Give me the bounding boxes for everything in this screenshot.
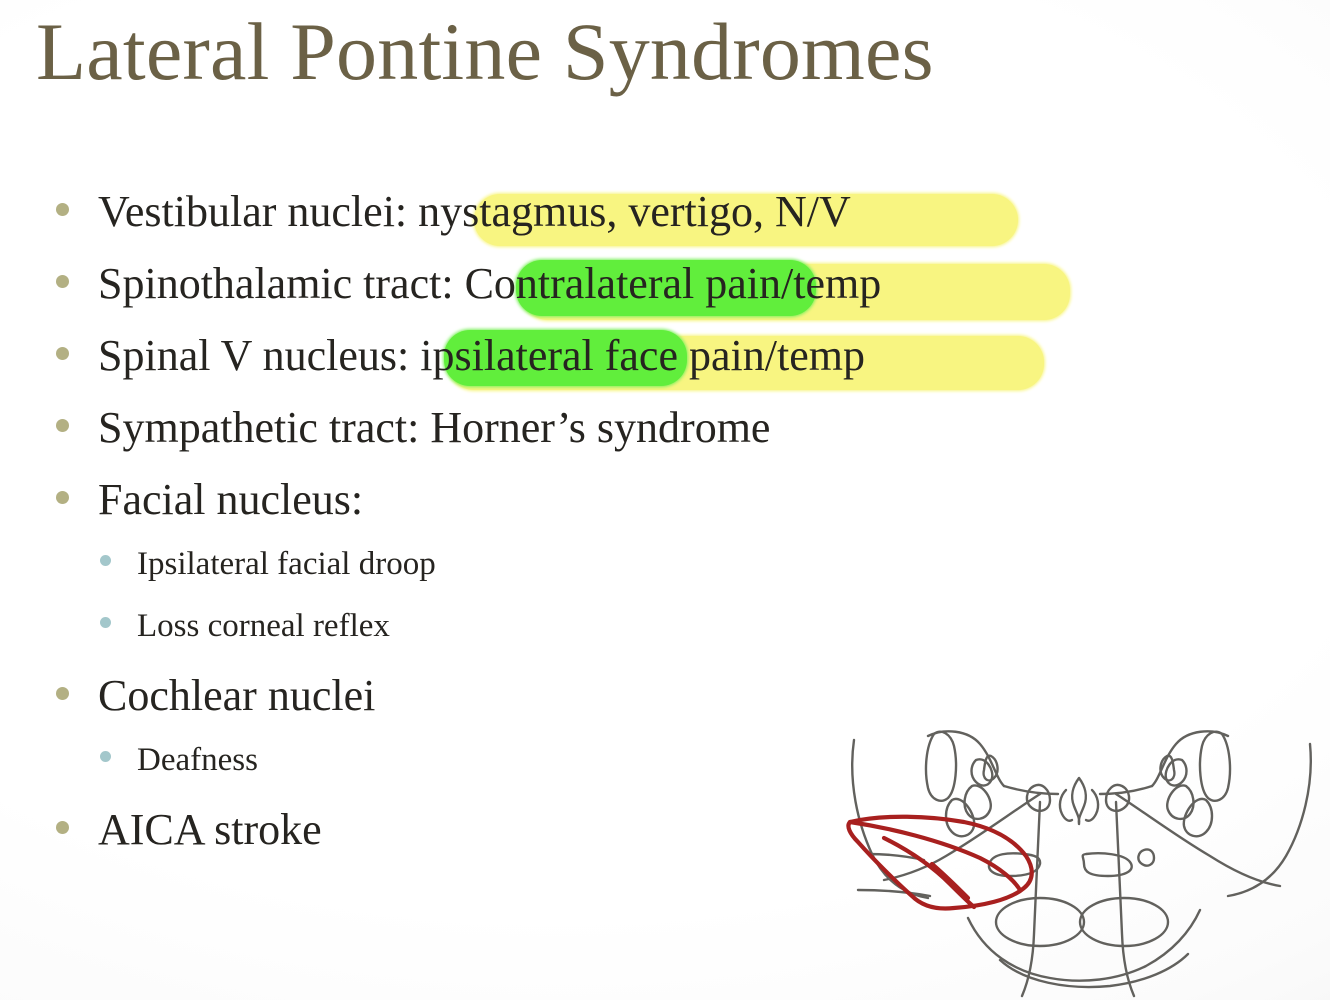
bullet-marker-icon (56, 347, 69, 360)
list-item-label: Ipsilateral facial droop (137, 546, 436, 582)
bullet-marker-icon (56, 821, 69, 834)
list-item: Facial nucleus: (0, 474, 1330, 546)
list-item: Spinothalamic tract: Contralateral pain/… (0, 258, 1330, 330)
list-item-label: Loss corneal reflex (137, 608, 390, 644)
list-item-label: Sympathetic tract: Horner’s syndrome (98, 403, 771, 452)
sub-bullet-marker-icon (100, 555, 111, 566)
red-lesion-annotation-icon (846, 814, 1034, 911)
list-item-label: Vestibular nuclei: nystagmus, vertigo, N… (98, 187, 851, 236)
bullet-marker-icon (56, 203, 69, 216)
list-item: Vestibular nuclei: nystagmus, vertigo, N… (0, 186, 1330, 258)
list-item: Spinal V nucleus: ipsilateral face pain/… (0, 330, 1330, 402)
list-item-label: Spinothalamic tract: Contralateral pain/… (98, 259, 882, 308)
page-title: Lateral Pontine Syndromes (36, 6, 934, 97)
list-item-label: Facial nucleus: (98, 475, 364, 524)
list-item: Loss corneal reflex (0, 608, 1330, 670)
sketch-ink-group (851, 730, 1312, 998)
list-item-label: Spinal V nucleus: ipsilateral face pain/… (98, 331, 865, 380)
list-item-label: Cochlear nuclei (98, 671, 376, 720)
sub-bullet-marker-icon (100, 617, 111, 628)
list-item: Ipsilateral facial droop (0, 546, 1330, 608)
list-item: Deafness (0, 742, 1330, 804)
brainstem-cross-section-figure (828, 694, 1330, 1000)
list-item: AICA stroke (0, 804, 1330, 876)
list-item-label: AICA stroke (98, 805, 322, 854)
bullet-marker-icon (56, 687, 69, 700)
bullet-marker-icon (56, 419, 69, 432)
bullet-marker-icon (56, 491, 69, 504)
list-item: Cochlear nuclei (0, 670, 1330, 742)
brainstem-sketch-svg (846, 730, 1312, 998)
list-item-label: Deafness (137, 742, 258, 778)
bullet-marker-icon (56, 275, 69, 288)
list-item: Sympathetic tract: Horner’s syndrome (0, 402, 1330, 474)
sub-bullet-marker-icon (100, 751, 111, 762)
